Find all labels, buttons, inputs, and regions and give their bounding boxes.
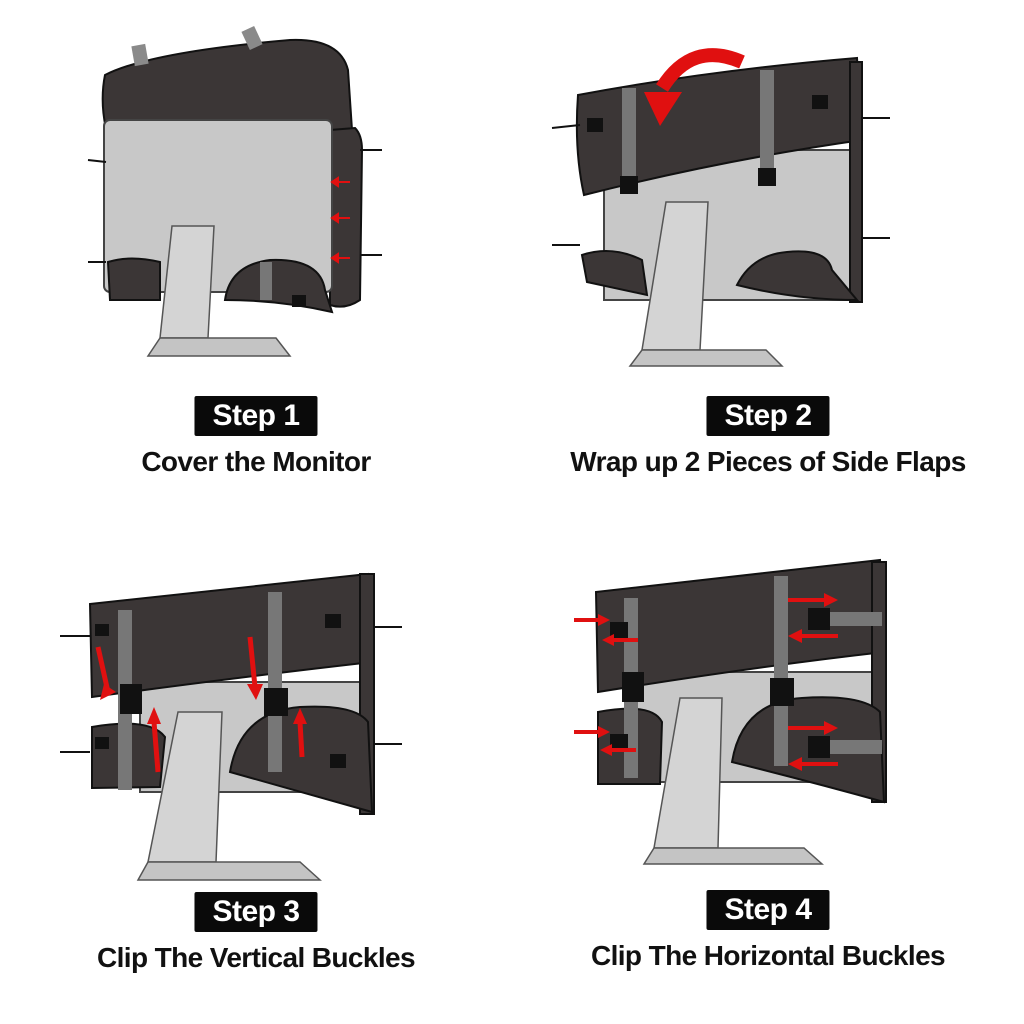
cover-bottom-flap-right: [735, 250, 860, 302]
monitor-stand-base: [628, 349, 784, 367]
buckle-icon: [808, 608, 830, 630]
buckle-icon: [120, 684, 142, 714]
step-badge: Step 4: [706, 890, 830, 930]
step-4-illustration: [574, 558, 887, 865]
buckle-icon: [622, 672, 644, 702]
buckle-icon: [610, 734, 628, 750]
red-arrow-icons: [330, 176, 350, 264]
step-badge: Step 1: [194, 396, 318, 436]
monitor-stand-base: [642, 847, 824, 865]
buckle-icon: [95, 624, 109, 636]
buckle-icon: [587, 118, 603, 132]
buckle-icon: [812, 95, 828, 109]
vertical-strap-right: [760, 70, 774, 170]
step-2-panel: Step 2 Wrap up 2 Pieces of Side Flaps: [512, 0, 1024, 512]
step-caption: Clip The Horizontal Buckles: [590, 940, 946, 971]
step-1-illustration: [87, 25, 382, 357]
strap: [260, 262, 272, 300]
step-2-illustration: [551, 48, 890, 367]
curved-arrow-icon: [656, 48, 745, 92]
buckle-icon: [330, 754, 346, 768]
buckle-icon: [770, 678, 794, 706]
step-3-illustration: [60, 572, 402, 881]
side-strap-icons: [551, 117, 890, 246]
cover-top-band: [88, 572, 374, 699]
monitor-screen: [103, 119, 333, 293]
buckle-icon: [264, 688, 288, 716]
side-strap-icons: [87, 149, 382, 263]
buckle-icon: [808, 736, 830, 758]
monitor-stand-base: [146, 337, 292, 357]
step-caption: Wrap up 2 Pieces of Side Flaps: [570, 446, 966, 477]
buckle-icon: [95, 737, 109, 749]
vertical-strap-right: [774, 576, 788, 766]
step-badge: Step 3: [194, 892, 318, 932]
step-3-panel: Step 3 Clip The Vertical Buckles: [0, 512, 512, 1024]
cover-bottom-flap-left: [580, 250, 649, 297]
step-4-panel: Step 4 Clip The Horizontal Buckles: [512, 512, 1024, 1024]
cover-bottom-flap-left: [106, 257, 161, 301]
cover-right-edge: [849, 61, 863, 303]
vertical-strap-right: [268, 592, 282, 772]
vertical-strap-left: [622, 88, 636, 188]
red-arrow-icons: [574, 593, 838, 771]
buckle-icon: [325, 614, 341, 628]
red-arrow-icons: [95, 636, 307, 773]
buckle-icon: [758, 168, 776, 186]
side-strap-icons: [60, 626, 402, 753]
buckle-icon: [620, 176, 638, 194]
buckle-icon: [610, 622, 628, 638]
curved-arrow-head: [644, 92, 682, 126]
step-badge: Step 2: [706, 396, 830, 436]
cover-bottom-flap-right: [228, 705, 374, 814]
monitor-stand-base: [136, 861, 322, 881]
step-caption: Cover the Monitor: [141, 446, 371, 477]
buckle-icon: [292, 295, 306, 307]
strap-end: [131, 43, 149, 67]
step-caption: Clip The Vertical Buckles: [96, 942, 416, 973]
strap-end: [241, 25, 263, 51]
step-1-panel: Step 1 Cover the Monitor: [0, 0, 512, 512]
